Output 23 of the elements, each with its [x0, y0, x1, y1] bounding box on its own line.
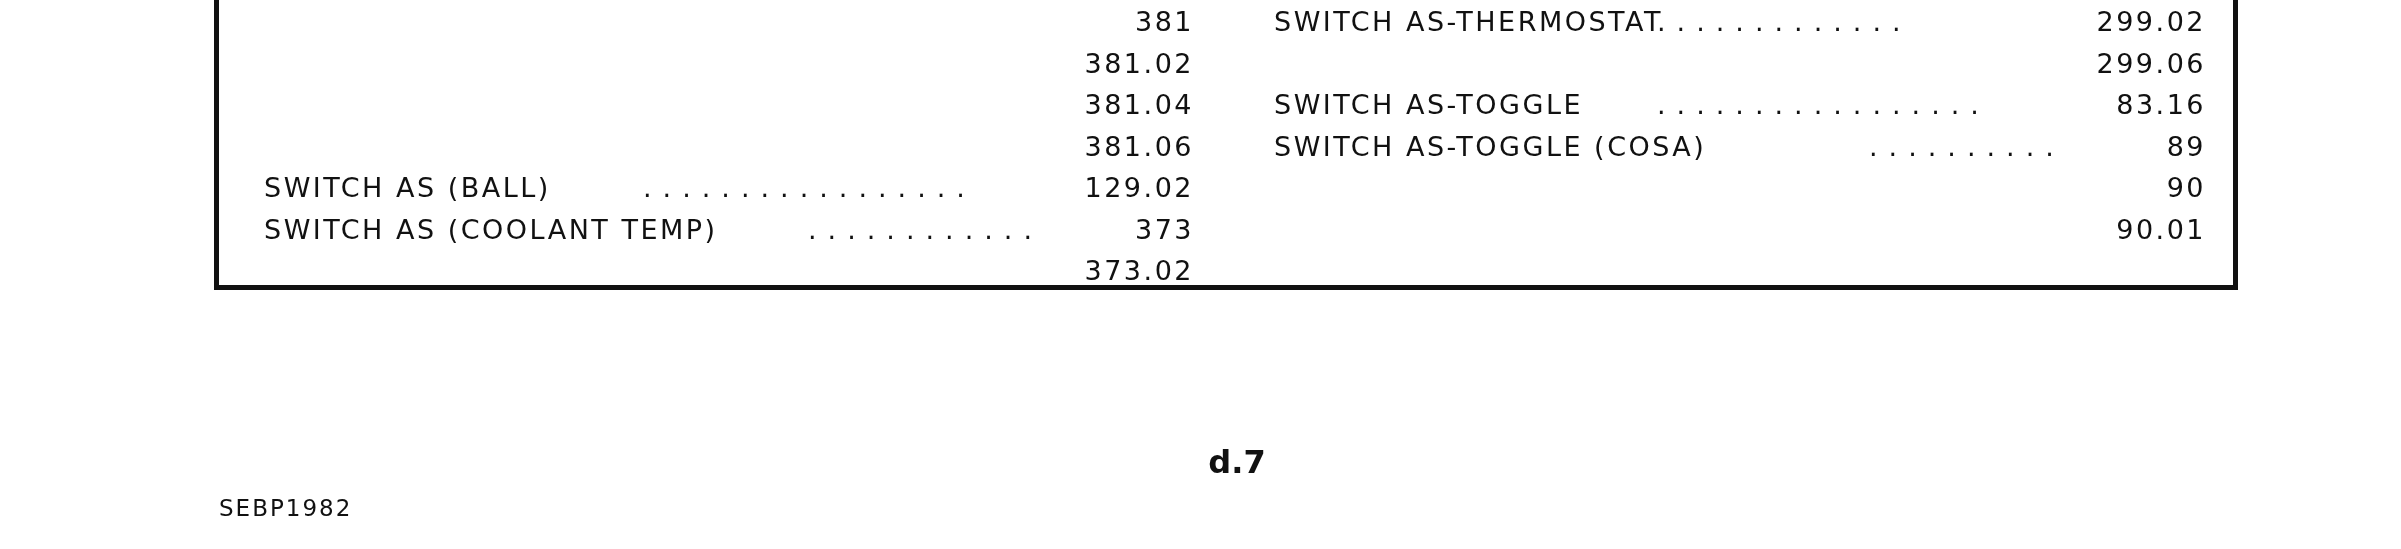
page-number: 83.16 — [2116, 88, 2206, 122]
page-number: 129.02 — [1084, 171, 1194, 205]
dot-leader: ............ — [808, 212, 1043, 247]
page-number: 299.02 — [2096, 5, 2206, 39]
page-number: 373 — [1134, 212, 1194, 247]
page-number: 381.02 — [1084, 46, 1194, 81]
page-number: 373.02 — [1084, 254, 1194, 288]
page-label: d.7 — [1208, 445, 1266, 479]
page-number: 381 — [1134, 5, 1194, 39]
page-number: 90.01 — [2116, 212, 2206, 247]
page-number: 90 — [2166, 171, 2206, 205]
dot-leader: .......... — [1869, 129, 2065, 164]
dot-leader: ................. — [643, 171, 976, 205]
index-entry: SWITCH AS-TOGGLE (COSA) — [1274, 129, 1707, 164]
dot-leader: ................. — [1657, 88, 1990, 122]
page-number: 381.06 — [1084, 129, 1194, 164]
index-entry: SWITCH AS-TOGGLE — [1274, 88, 1583, 122]
page-number: 381.04 — [1084, 88, 1194, 122]
page-number: 89 — [2166, 129, 2206, 164]
index-entry: SWITCH AS (BALL) — [264, 171, 551, 205]
page-number: 299.06 — [2096, 46, 2206, 81]
document-number: SEBP1982 — [219, 494, 353, 523]
index-entry: SWITCH AS (COOLANT TEMP) — [264, 212, 718, 247]
